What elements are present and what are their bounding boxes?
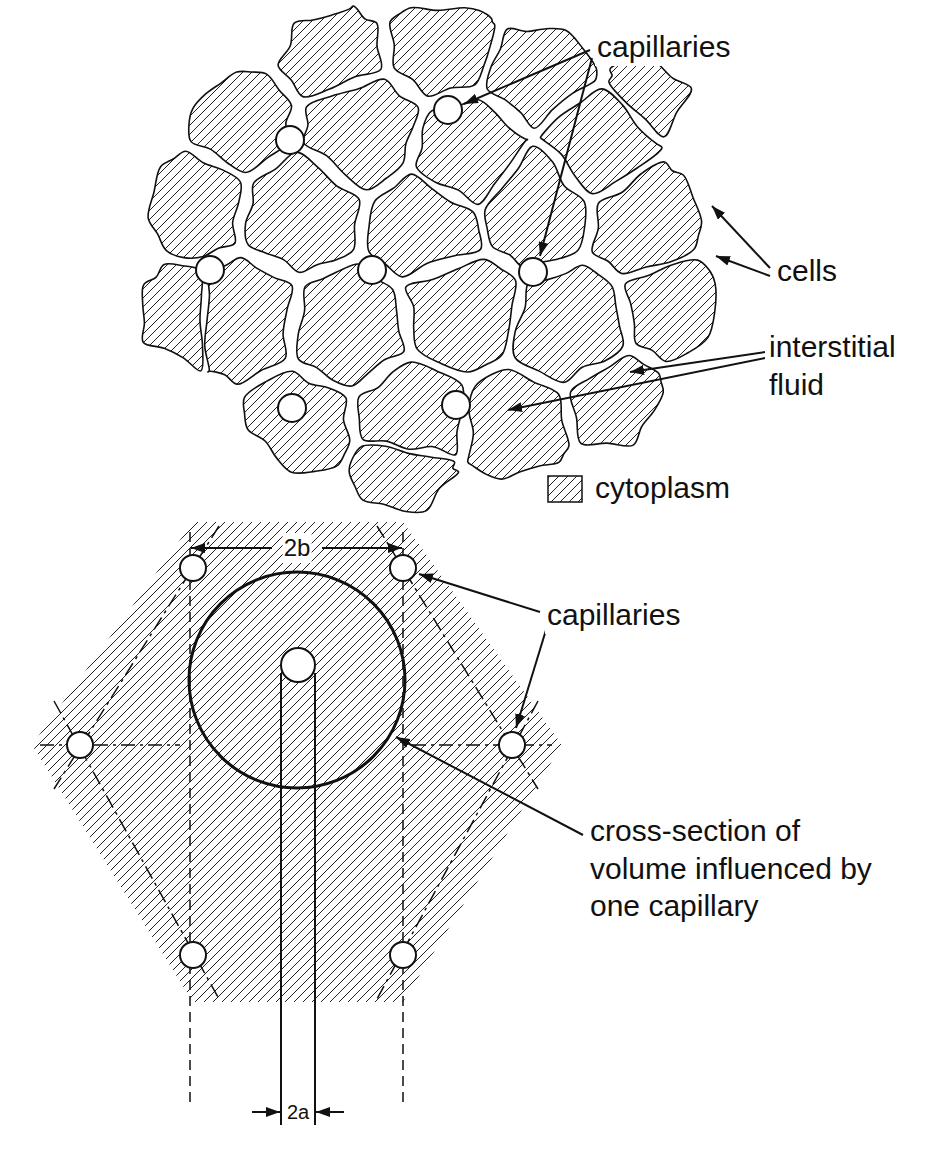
cell — [625, 260, 716, 362]
dimension-line — [314, 673, 316, 1125]
cell — [390, 7, 495, 96]
leader-line — [716, 256, 770, 276]
lattice-line — [377, 701, 538, 999]
legend-swatch — [548, 476, 582, 502]
capillary — [276, 126, 304, 154]
leader-line — [516, 630, 546, 728]
cell — [278, 6, 382, 97]
dimension-arrow — [191, 547, 272, 549]
cell — [405, 259, 516, 372]
lattice-line — [54, 526, 219, 789]
callout-label: capillaries — [545, 596, 682, 634]
cell — [349, 445, 458, 513]
lattice-lines — [40, 526, 552, 999]
capillary — [278, 394, 306, 422]
callout-label: interstitial fluid — [767, 328, 936, 403]
cell — [485, 146, 586, 268]
capillary — [442, 391, 470, 419]
leader-line — [396, 737, 583, 835]
leader-line — [540, 58, 592, 256]
dimension-arrow — [316, 1111, 344, 1113]
lattice-line — [54, 701, 219, 999]
capillary — [281, 648, 315, 682]
capillary — [196, 256, 224, 284]
cell — [189, 71, 292, 172]
capillary — [358, 256, 386, 284]
capillary — [519, 258, 547, 286]
capillary — [499, 732, 525, 758]
capillary — [390, 555, 416, 581]
capillary-group — [196, 96, 547, 422]
cell — [243, 371, 349, 473]
legend-text: cytoplasm — [593, 469, 732, 507]
callout-label: cells — [775, 252, 839, 290]
callout-label: capillaries — [595, 28, 732, 66]
capillary — [180, 942, 206, 968]
cell-group — [142, 6, 716, 513]
influence-circle — [189, 572, 405, 788]
guide-line — [189, 532, 191, 1105]
tissue-region — [32, 522, 562, 1002]
callout-label: cross-section of volume influenced by on… — [588, 812, 892, 925]
capillary — [390, 942, 416, 968]
capillary-group — [67, 555, 525, 968]
dimension-2a — [252, 673, 344, 1125]
capillary — [434, 96, 462, 124]
leader-line — [419, 574, 540, 612]
dimension-arrow — [322, 547, 402, 549]
cell — [468, 369, 569, 479]
cell — [592, 162, 702, 274]
lattice-line — [412, 744, 552, 746]
cell — [142, 264, 203, 371]
leader-lines — [464, 50, 770, 410]
cell — [367, 174, 481, 277]
cell — [148, 151, 241, 258]
leader-line — [508, 358, 765, 410]
dimension-line — [280, 673, 282, 1125]
capillary — [67, 732, 93, 758]
dimension-guides — [190, 532, 403, 1105]
dimension-arrow — [252, 1111, 280, 1113]
lattice-line — [40, 744, 180, 746]
dimension-label: 2a — [286, 1100, 310, 1125]
cell — [245, 152, 360, 272]
cell — [297, 264, 405, 386]
capillary — [180, 555, 206, 581]
dimension-label: 2b — [283, 533, 312, 563]
leader-line — [464, 50, 590, 104]
guide-line — [402, 532, 404, 1105]
